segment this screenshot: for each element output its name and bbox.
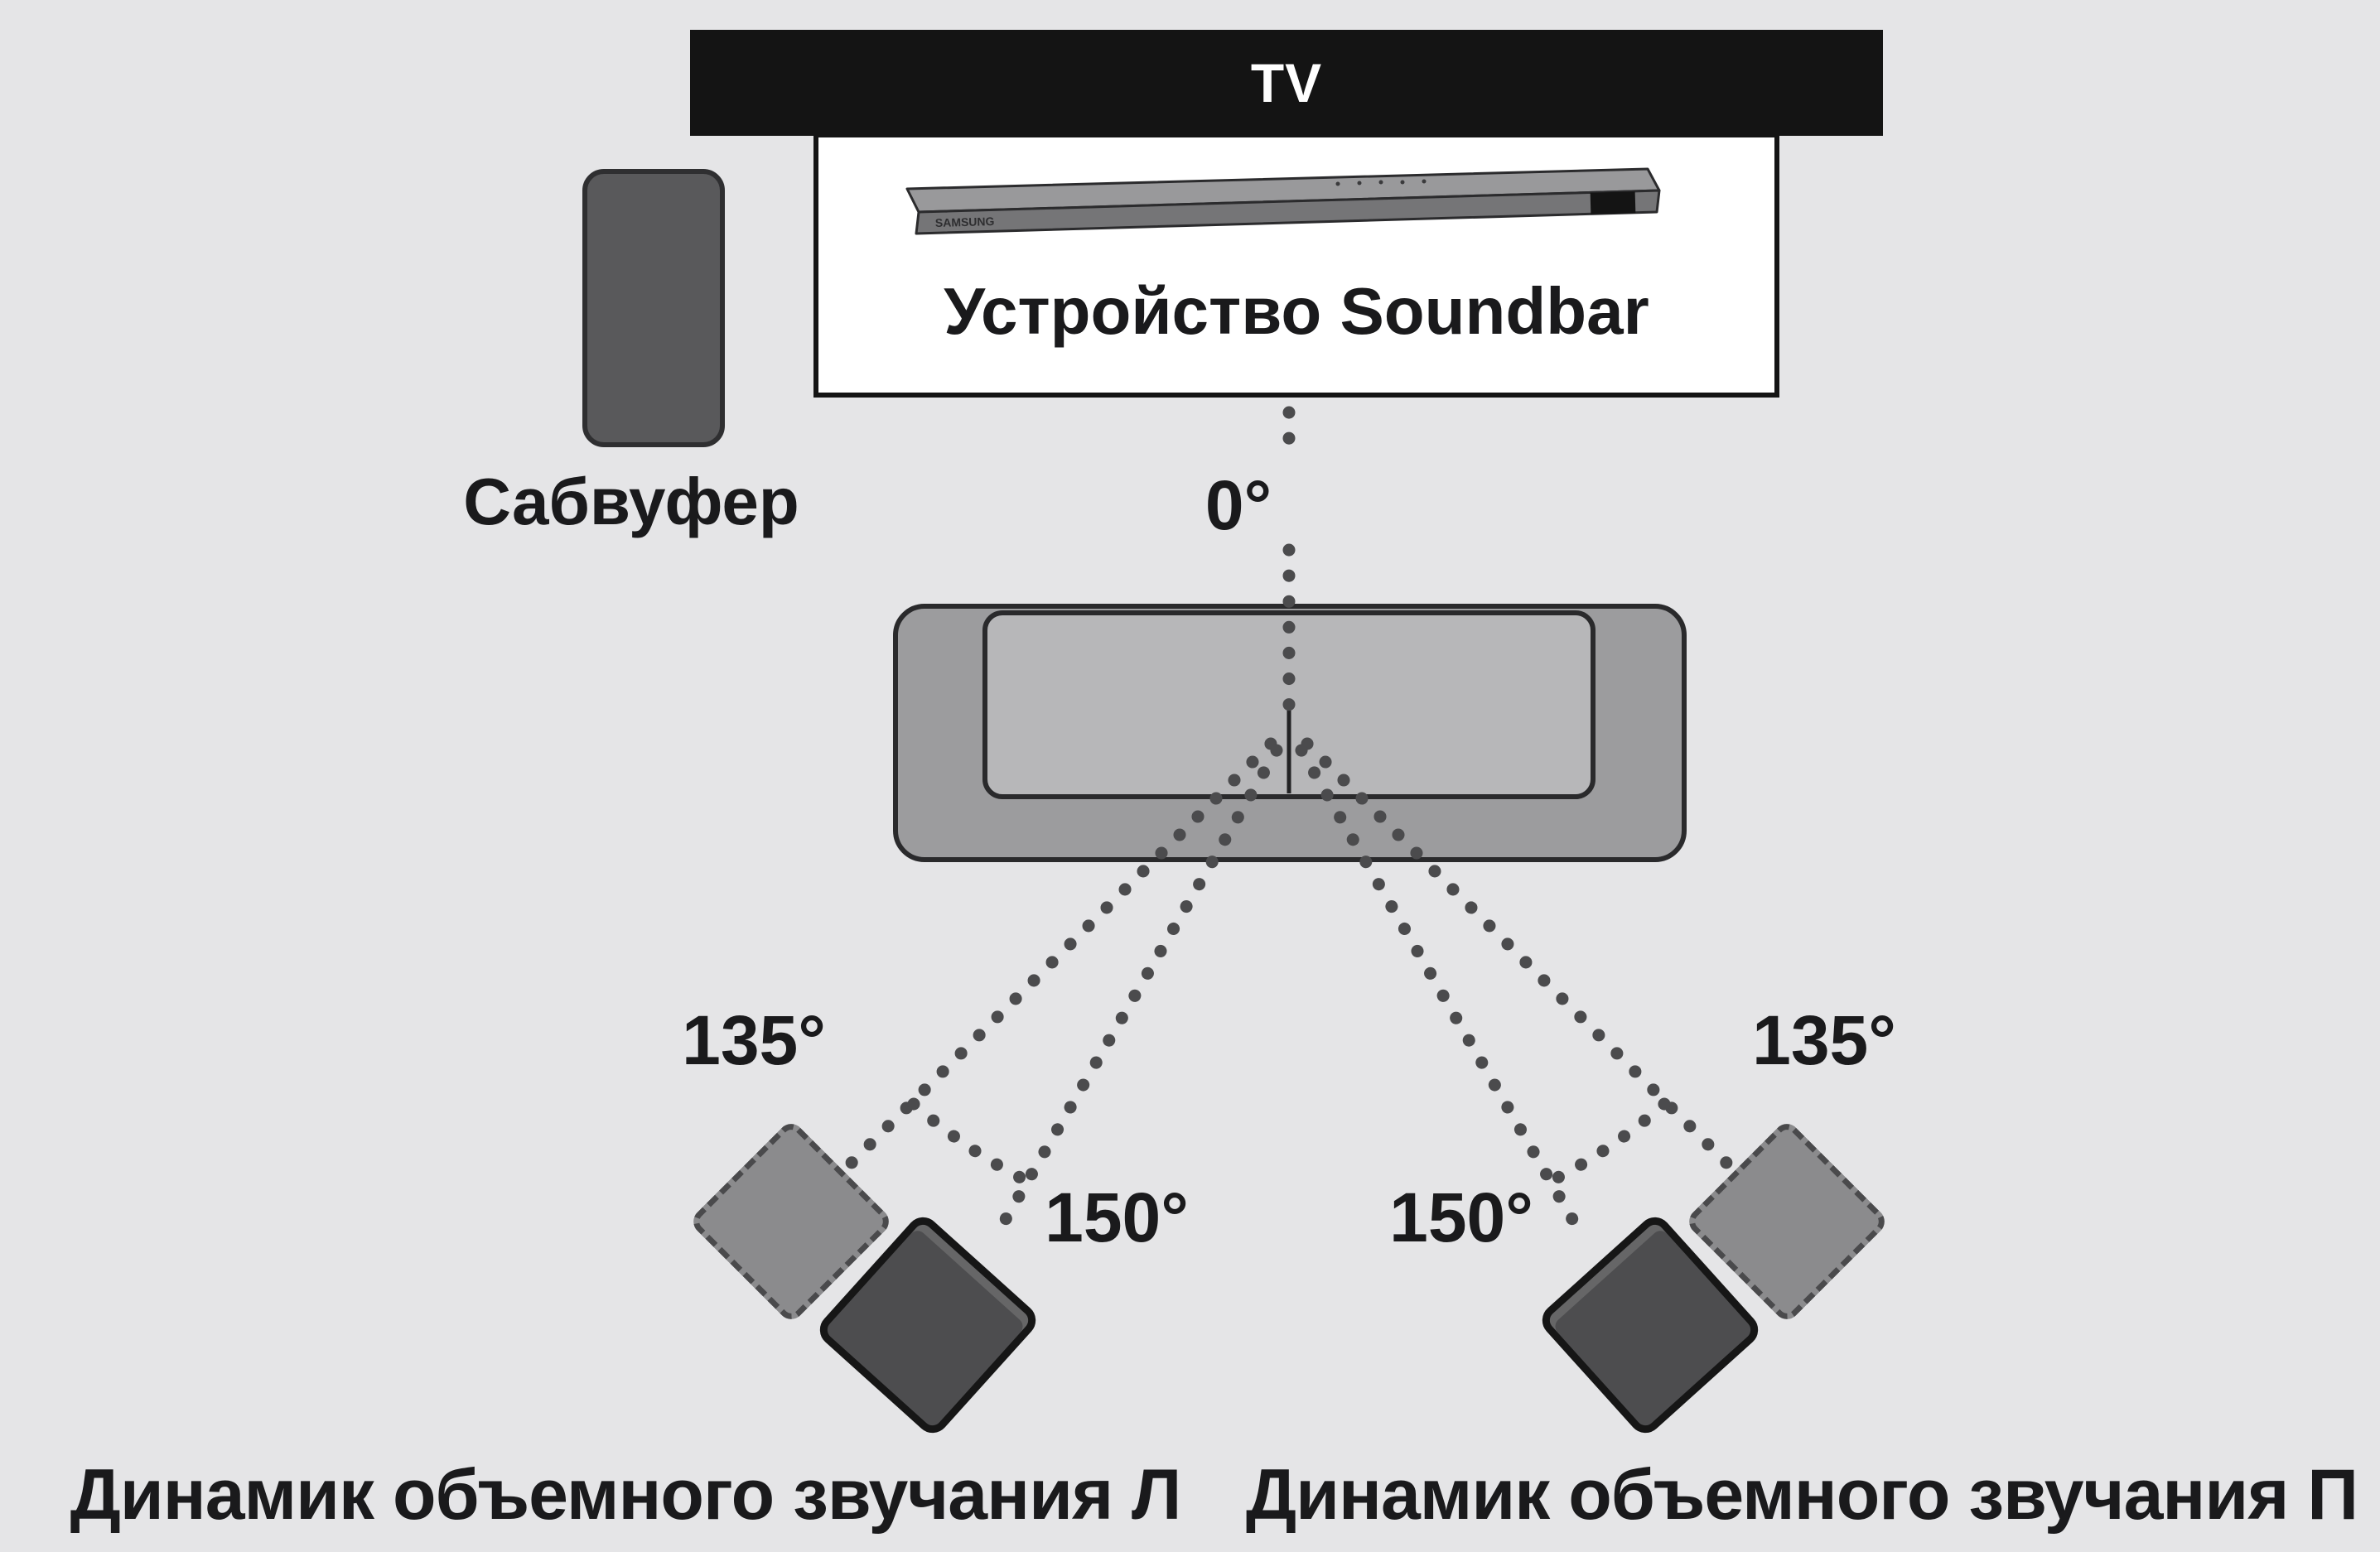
soundbar-image: SAMSUNG: [905, 167, 1661, 235]
angle-label-0: 0°: [1204, 466, 1272, 544]
soundbar-front-face: [915, 189, 1661, 235]
soundbar-display-module: [1590, 191, 1636, 214]
angle-label-135-right: 135°: [1752, 1001, 1896, 1079]
soundbar-brand-label: SAMSUNG: [935, 214, 995, 229]
angle-label-150-right: 150°: [1389, 1178, 1533, 1256]
tv-bar: TV: [690, 30, 1883, 136]
sofa-seat: [982, 610, 1596, 799]
soundbar-label: Устройство Soundbar: [944, 274, 1649, 348]
subwoofer-label: Сабвуфер: [463, 465, 799, 538]
tv-label: TV: [1250, 52, 1323, 113]
subwoofer: [582, 169, 725, 447]
surround-left-label: Динамик объемного звучания Л: [70, 1455, 1182, 1535]
angle-arc-left: [907, 1097, 1047, 1194]
angle-label-150-left: 150°: [1045, 1178, 1189, 1256]
surround-right-label: Динамик объемного звучания П: [1245, 1455, 2358, 1535]
angle-arc-right: [1531, 1097, 1671, 1194]
soundbar-top-buttons: [1335, 179, 1427, 186]
angle-label-135-left: 135°: [682, 1001, 826, 1079]
